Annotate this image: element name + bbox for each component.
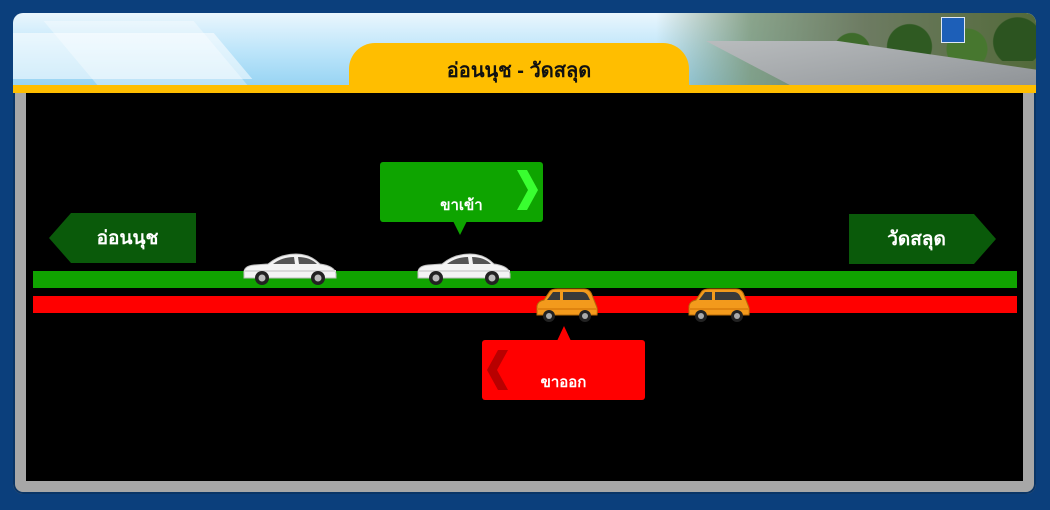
chevron-right-icon [517,170,538,210]
road-sign-icon [941,17,965,43]
destination-left-sign: อ่อนนุช [49,213,196,263]
hatchback-car-icon [536,288,598,322]
outbound-callout: ขาออก [482,326,645,400]
destination-right-label: วัดสลุด [887,229,946,250]
highway-photo [656,13,1036,93]
inbound-lane [33,271,1017,288]
sedan-car-icon [243,253,337,285]
inbound-callout-pointer [453,221,467,235]
sedan-car-icon [417,253,511,285]
traffic-map: อ่อนนุช วัดสลุด ขาเข้า ขาออก [26,93,1023,481]
destination-left-label: อ่อนนุช [96,228,159,249]
outbound-label: ขาออก [540,374,587,391]
app-frame: อ่อนนุช - วัดสลุด อ่อนนุช วัดสลุด ขาเข้า… [13,13,1036,494]
header-banner: อ่อนนุช - วัดสลุด [13,13,1036,93]
title-tab: อ่อนนุช - วัดสลุด [349,43,689,93]
destination-right-sign: วัดสลุด [849,214,996,264]
inbound-callout: ขาเข้า [380,162,543,235]
chevron-left-icon [487,350,508,390]
inbound-label: ขาเข้า [440,197,483,214]
outbound-lane [33,296,1017,313]
hatchback-car-icon [688,288,750,322]
route-title: อ่อนนุช - วัดสลุด [446,60,592,82]
outbound-callout-pointer [557,326,571,341]
header-stripe [43,21,253,91]
